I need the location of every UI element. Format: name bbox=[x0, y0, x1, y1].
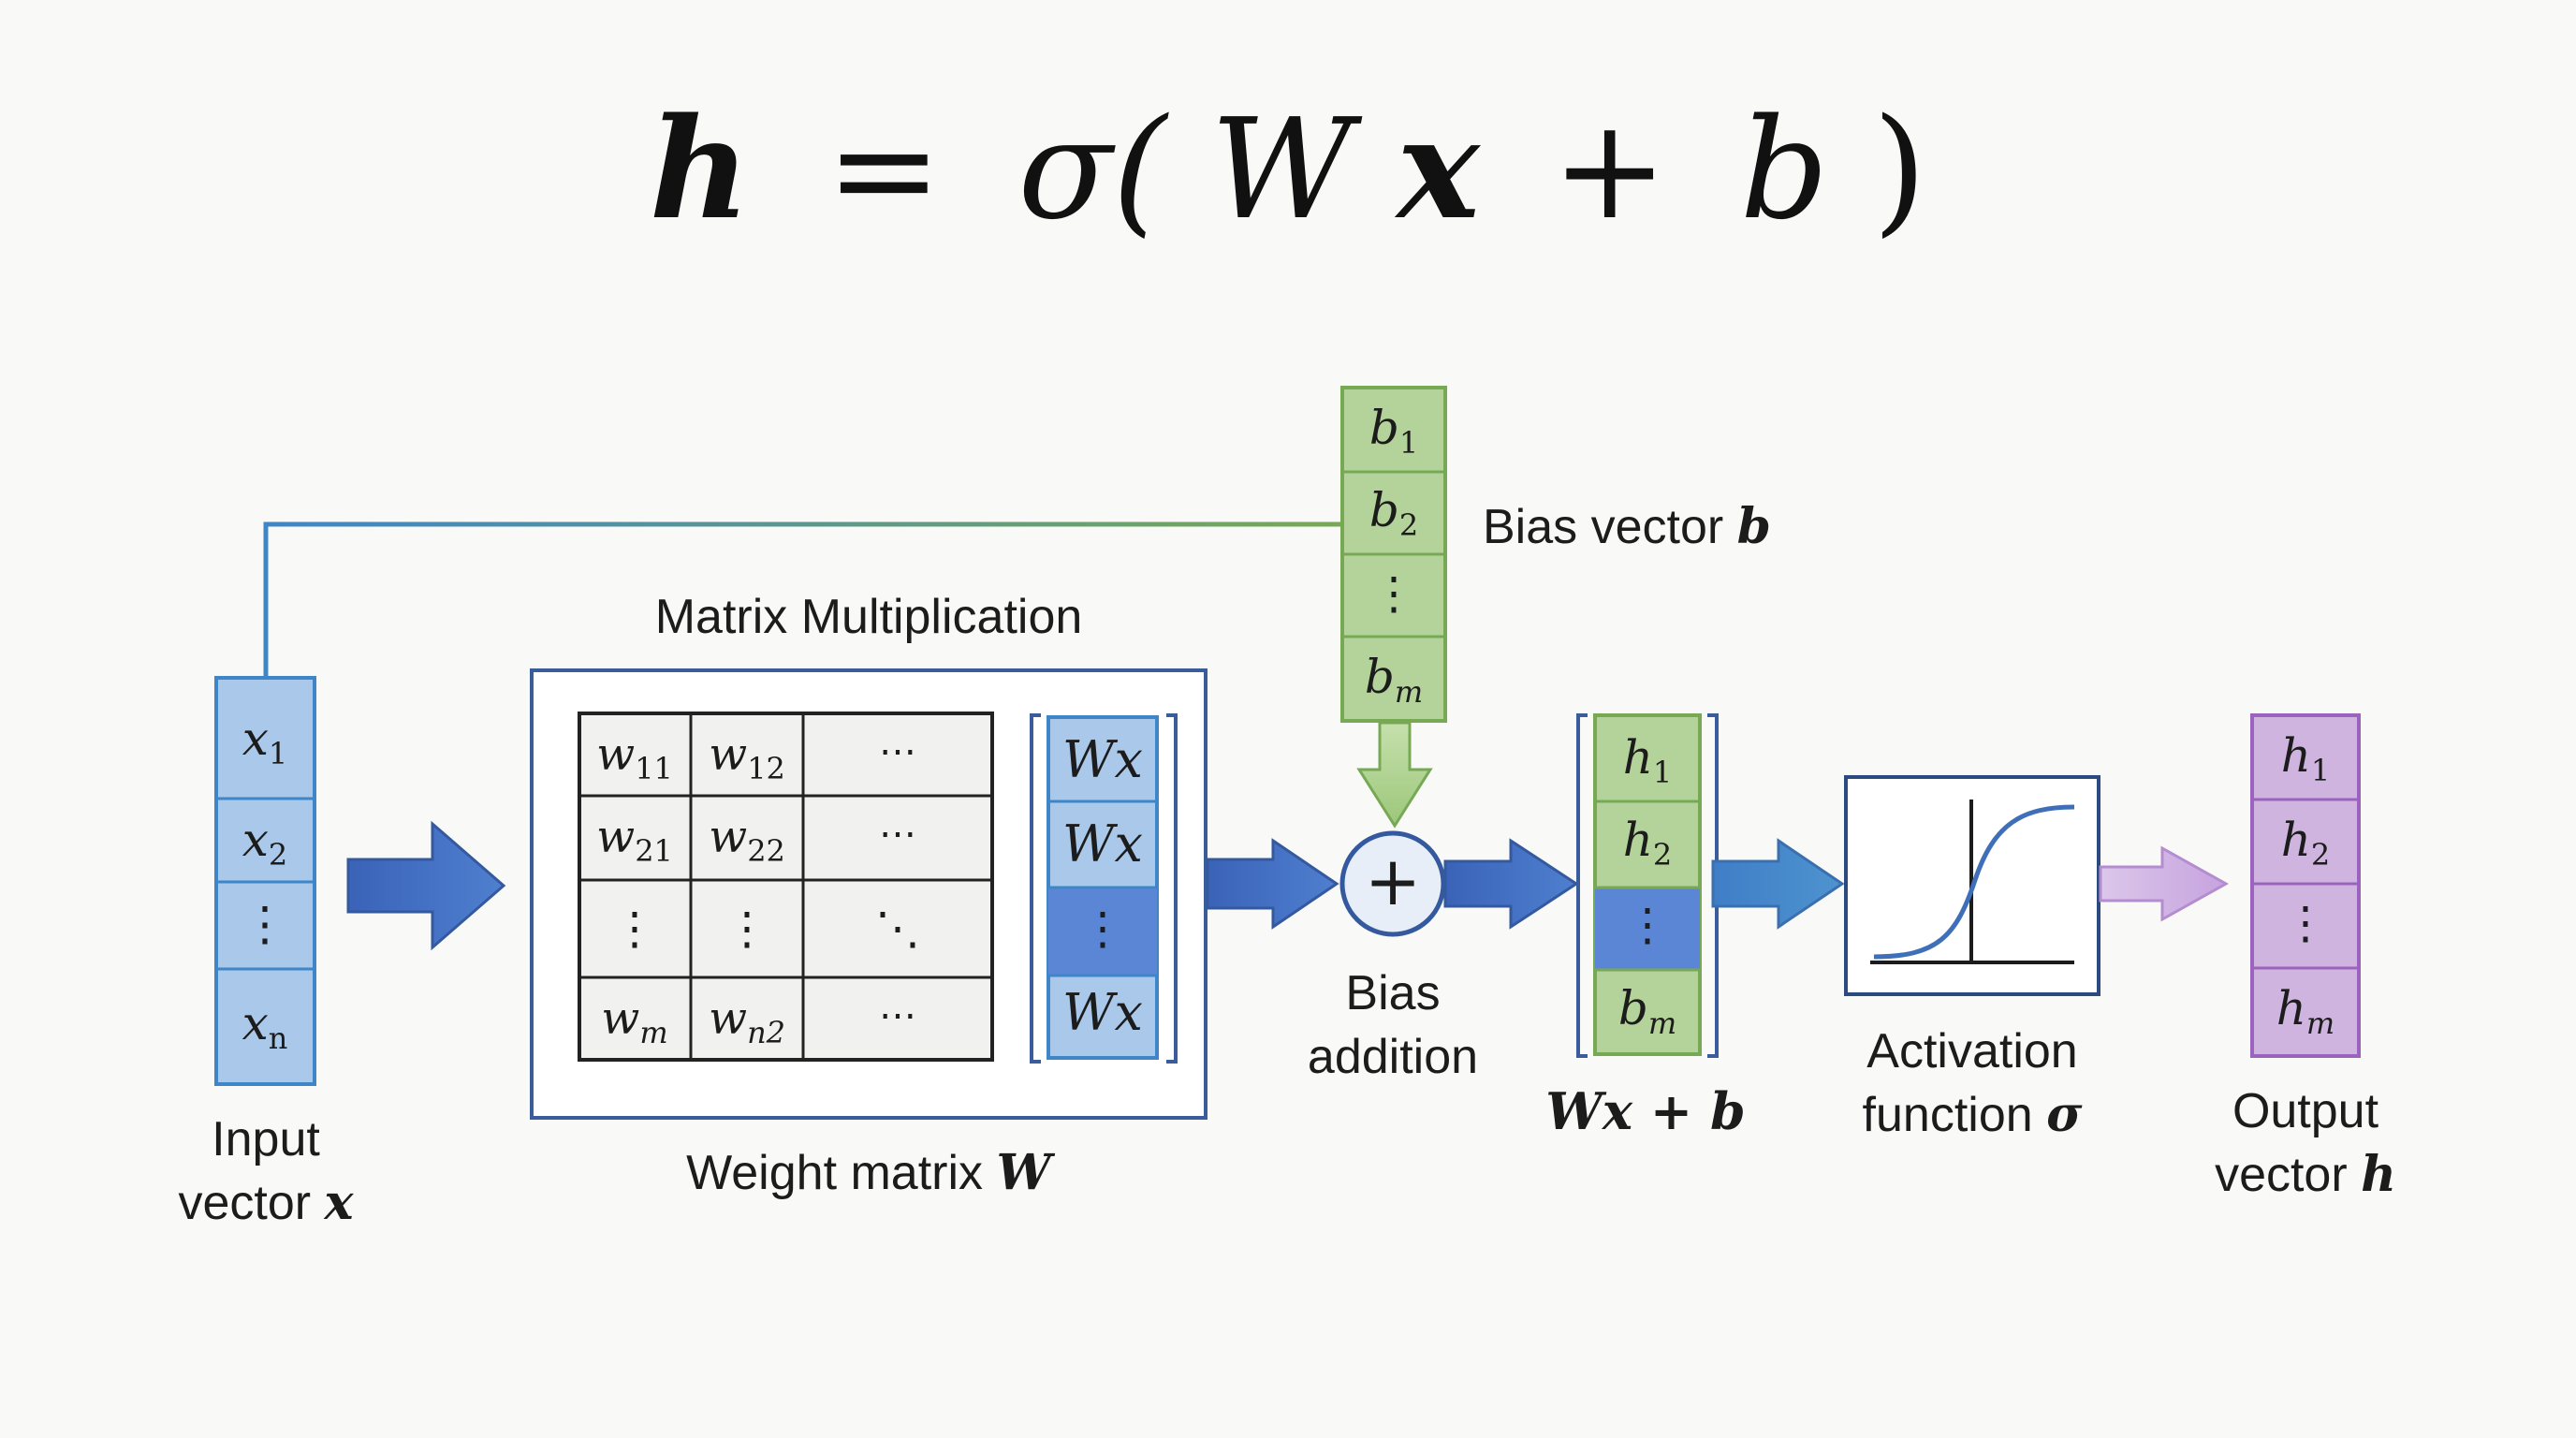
matrix-section-title: Matrix Multiplication bbox=[655, 590, 1083, 644]
input-vector-label-line1: Input bbox=[212, 1112, 320, 1167]
bias-vector: b1 b2 ⋮ bm bbox=[1340, 386, 1447, 723]
input-cell-2: x2 bbox=[242, 813, 288, 873]
sum-bracket-left bbox=[1576, 713, 1588, 1058]
output-cell-m: hm bbox=[2276, 981, 2335, 1041]
equation-W: W bbox=[1210, 89, 1363, 250]
matrix-cell-w21: w21 bbox=[596, 811, 673, 869]
matrix-cell-r1-dots: ⋯ bbox=[879, 730, 916, 773]
input-vector-label-line2: vector x bbox=[178, 1174, 354, 1231]
sum-vector: h1 h2 ⋮ bm bbox=[1576, 713, 1719, 1058]
equation-plus: + bbox=[1552, 89, 1668, 250]
equation-close: ) bbox=[1873, 89, 1927, 250]
bias-cell-1: b1 bbox=[1369, 401, 1418, 461]
wx-cell-m: Wx bbox=[1062, 983, 1143, 1042]
arrow-plus-to-sum bbox=[1443, 838, 1579, 930]
arrow-activation-to-output bbox=[2099, 845, 2230, 922]
skip-connection-line bbox=[263, 521, 1342, 678]
wx-bracket-right bbox=[1166, 713, 1178, 1064]
matrix-cell-r2-dots: ⋯ bbox=[879, 813, 916, 856]
bias-addition-node bbox=[1339, 830, 1446, 937]
arrow-input-to-matrix bbox=[346, 820, 506, 951]
matrix-cell-w11: w11 bbox=[596, 728, 673, 786]
matrix-cell-r3-vdots-2: ⋮ bbox=[724, 902, 769, 955]
wx-cell-2: Wx bbox=[1062, 814, 1143, 873]
bias-addition-label-line1: Bias bbox=[1345, 966, 1440, 1020]
input-cell-1: x1 bbox=[242, 712, 288, 771]
layer-equation: h = σ( W x + b ) bbox=[650, 87, 1927, 250]
sum-cell-m: bm bbox=[1618, 981, 1676, 1041]
activation-label-line2: function σ bbox=[1863, 1086, 2084, 1143]
input-cell-dots: ⋮ bbox=[242, 897, 288, 951]
bias-vector-symbol: b bbox=[1737, 498, 1771, 555]
arrow-matrix-to-plus bbox=[1206, 838, 1339, 930]
wx-cell-dots: ⋮ bbox=[1080, 902, 1125, 955]
activation-symbol: σ bbox=[2046, 1086, 2083, 1143]
arrow-bias-to-plus bbox=[1356, 721, 1433, 829]
wx-cell-1: Wx bbox=[1062, 730, 1143, 789]
bias-addition-label-line2: addition bbox=[1308, 1030, 1478, 1084]
equation-equals: = bbox=[826, 89, 942, 250]
matrix-cell-r3-ddots: ⋱ bbox=[875, 902, 920, 955]
activation-label-line1: Activation bbox=[1866, 1024, 2077, 1078]
weight-matrix-label: Weight matrix W bbox=[686, 1144, 1055, 1201]
weight-matrix-symbol: W bbox=[996, 1144, 1055, 1201]
sigmoid-curve bbox=[1873, 804, 2075, 960]
wx-vector: Wx Wx ⋮ Wx bbox=[1030, 713, 1178, 1064]
equation-b: b bbox=[1740, 89, 1829, 250]
matrix-cell-w22: w22 bbox=[709, 811, 785, 869]
bias-cell-dots: ⋮ bbox=[1371, 567, 1416, 620]
sum-cell-2: h2 bbox=[1623, 813, 1673, 873]
arrow-sum-to-activation bbox=[1711, 838, 1845, 930]
output-cell-2: h2 bbox=[2281, 813, 2331, 873]
output-vector: h1 h2 ⋮ hm bbox=[2250, 713, 2361, 1058]
bias-addition-plus-icon: + bbox=[1365, 842, 1421, 920]
input-cell-n: xn bbox=[242, 996, 288, 1056]
input-vector: x1 x2 ⋮ xn bbox=[214, 676, 316, 1086]
input-vector-symbol: x bbox=[324, 1174, 355, 1231]
output-vector-symbol: h bbox=[2361, 1146, 2396, 1203]
bias-cell-m: bm bbox=[1365, 650, 1423, 710]
equation-x: x bbox=[1394, 87, 1481, 250]
matrix-cell-r3-vdots-1: ⋮ bbox=[612, 902, 657, 955]
bias-cell-2: b2 bbox=[1369, 483, 1418, 543]
sum-cell-dots: ⋮ bbox=[1625, 899, 1670, 951]
matrix-cell-wn2: wn2 bbox=[709, 992, 785, 1050]
output-cell-1: h1 bbox=[2281, 728, 2331, 788]
output-cell-dots: ⋮ bbox=[2283, 897, 2328, 949]
output-vector-label-line1: Output bbox=[2232, 1084, 2379, 1138]
matrix-cell-r4-dots: ⋯ bbox=[879, 994, 916, 1037]
activation-box bbox=[1844, 775, 2100, 996]
equation-sigma-open: σ( bbox=[1017, 89, 1169, 250]
bias-vector-label: Bias vector b bbox=[1483, 498, 1771, 555]
output-vector-label-line2: vector h bbox=[2215, 1146, 2396, 1203]
sum-vector-label: Wx + b bbox=[1545, 1081, 1745, 1141]
equation-h: h bbox=[650, 87, 751, 250]
wx-bracket-left bbox=[1030, 713, 1041, 1064]
weight-matrix: w11 w12 ⋯ w21 w22 ⋯ ⋮ ⋮ ⋱ wm wn2 ⋯ bbox=[578, 712, 994, 1062]
matrix-cell-wm: wm bbox=[601, 992, 667, 1050]
matrix-cell-w12: w12 bbox=[709, 728, 785, 786]
sum-cell-1: h1 bbox=[1623, 730, 1673, 790]
